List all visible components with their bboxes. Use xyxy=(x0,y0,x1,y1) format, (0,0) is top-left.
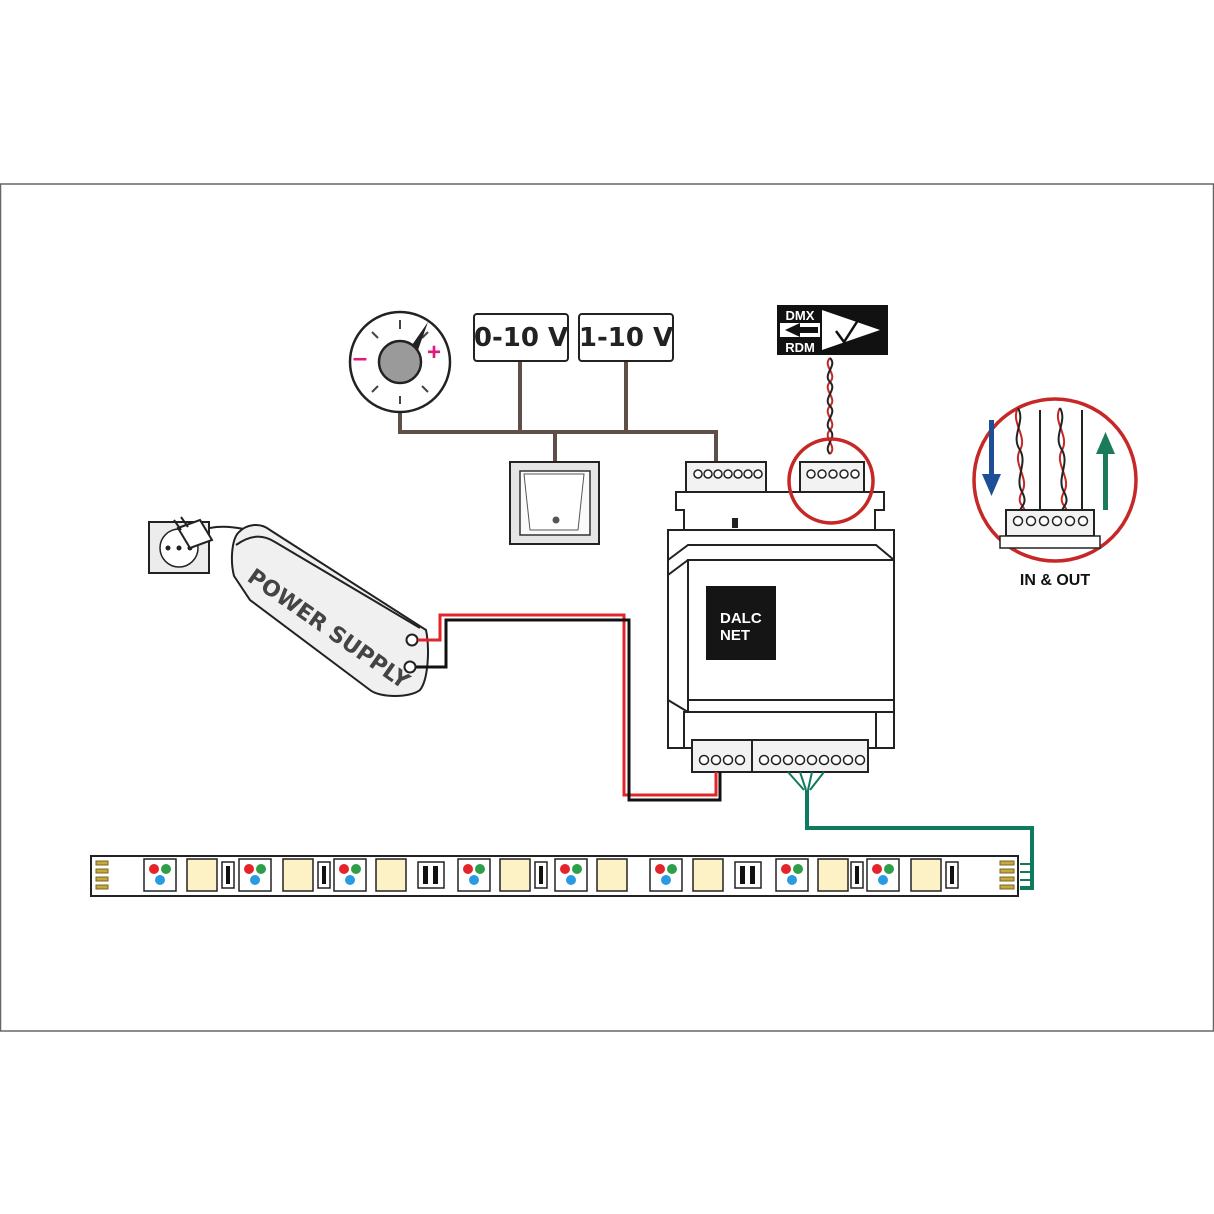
plus-sign: + xyxy=(427,339,441,366)
rgb-led-chip xyxy=(649,858,683,892)
resistor-icon xyxy=(734,861,762,889)
dimmer-knob-icon: – + xyxy=(348,310,452,414)
minus-sign: – xyxy=(353,342,367,372)
rgb-led-chip xyxy=(775,858,809,892)
output-wires xyxy=(787,771,1034,890)
warm-led-chip xyxy=(375,858,407,892)
warm-led-chip xyxy=(186,858,218,892)
resistor-icon xyxy=(534,861,548,889)
warm-led-chip xyxy=(596,858,628,892)
dmx-terminal-highlight xyxy=(787,437,875,525)
resistor-icon xyxy=(317,861,331,889)
strip-pads-left xyxy=(95,860,109,890)
rgb-led-chip xyxy=(143,858,177,892)
range-1-10-box: 1-10 V xyxy=(578,313,674,362)
brand-line1: DALC xyxy=(720,610,762,627)
power-wires xyxy=(416,613,722,802)
led-strip xyxy=(90,855,1019,897)
resistor-icon xyxy=(945,861,959,889)
range-1-10-label: 1-10 V xyxy=(579,323,673,353)
control-wires xyxy=(398,362,718,462)
rgb-led-chip xyxy=(554,858,588,892)
strip-pads-right xyxy=(999,860,1015,890)
dalcnet-controller: DALC NET xyxy=(667,461,895,773)
warm-led-chip xyxy=(499,858,531,892)
rgb-led-chip xyxy=(866,858,900,892)
brand-line2: NET xyxy=(720,627,750,644)
rocker-switch-icon xyxy=(509,461,600,545)
dmx-rdm-badge-icon: DMX RDM xyxy=(777,305,888,355)
range-0-10-label: 0-10 V xyxy=(474,323,568,353)
in-out-label: IN & OUT xyxy=(1020,572,1090,589)
range-0-10-box: 0-10 V xyxy=(473,313,569,362)
diagram-frame xyxy=(0,183,1214,1032)
arrow-down-icon xyxy=(982,420,1001,496)
brand-logo xyxy=(706,586,776,660)
dmx-label: DMX xyxy=(786,308,815,323)
warm-led-chip xyxy=(282,858,314,892)
in-out-detail: IN & OUT xyxy=(972,397,1138,589)
warm-led-chip xyxy=(692,858,724,892)
arrow-up-icon xyxy=(1096,432,1115,510)
rgb-led-chip xyxy=(457,858,491,892)
warm-led-chip xyxy=(910,858,942,892)
rdm-label: RDM xyxy=(785,340,815,355)
resistor-icon xyxy=(850,861,864,889)
resistor-icon xyxy=(221,861,235,889)
dmx-cable xyxy=(826,357,834,455)
resistor-icon xyxy=(417,861,445,889)
rgb-led-chip xyxy=(333,858,367,892)
rgb-led-chip xyxy=(238,858,272,892)
warm-led-chip xyxy=(817,858,849,892)
